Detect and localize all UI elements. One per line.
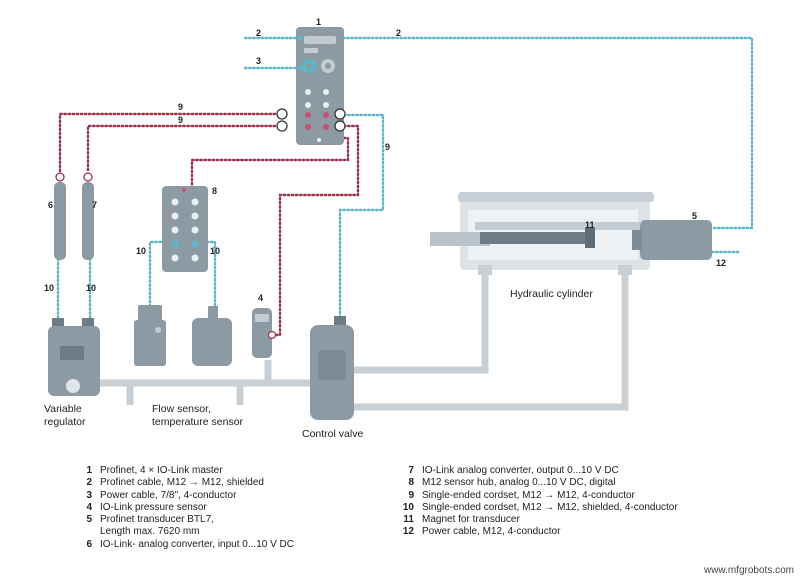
hydraulic-pipes <box>100 268 629 411</box>
io-link-master <box>276 27 346 145</box>
label-flow-sensor: Flow sensor, temperature sensor <box>152 403 244 428</box>
callout-10-hub-left: 10 <box>136 246 147 256</box>
callout-10-reg-right: 10 <box>86 283 97 293</box>
callout-1: 1 <box>316 17 322 27</box>
system-diagram <box>48 27 754 420</box>
analog-converters <box>54 172 94 260</box>
hydraulic-cylinder <box>430 192 712 275</box>
callout-9-right: 9 <box>385 142 391 152</box>
callout-10-reg-left: 10 <box>44 283 55 293</box>
callout-11: 11 <box>585 220 595 230</box>
callout-4: 4 <box>258 293 264 303</box>
flow-temperature-sensors <box>134 305 232 366</box>
legend-item: Length max. 7620 mm <box>100 526 200 538</box>
m12-sensor-hub <box>162 186 208 272</box>
callout-5: 5 <box>692 211 698 221</box>
variable-regulator <box>48 318 100 396</box>
control-valve <box>310 316 354 420</box>
callout-7: 7 <box>92 200 98 210</box>
pressure-sensor <box>252 308 277 358</box>
red-cables <box>58 112 360 337</box>
callout-9-bottom: 9 <box>178 115 184 125</box>
label-variable-regulator: Variable regulator <box>44 403 86 428</box>
callout-3: 3 <box>256 56 262 66</box>
callout-12: 12 <box>716 258 727 268</box>
label-control-valve: Control valve <box>302 428 364 440</box>
callout-2-left: 2 <box>256 28 262 38</box>
label-hydraulic-cylinder: Hydraulic cylinder <box>510 288 593 300</box>
callout-2-right: 2 <box>396 28 402 38</box>
callout-10-hub-right: 10 <box>210 246 221 256</box>
cyan-cables <box>56 36 754 324</box>
callout-9-top: 9 <box>178 102 184 112</box>
callout-8: 8 <box>212 186 218 196</box>
callout-6: 6 <box>48 200 54 210</box>
watermark: www.mfgrobots.com <box>703 565 794 576</box>
